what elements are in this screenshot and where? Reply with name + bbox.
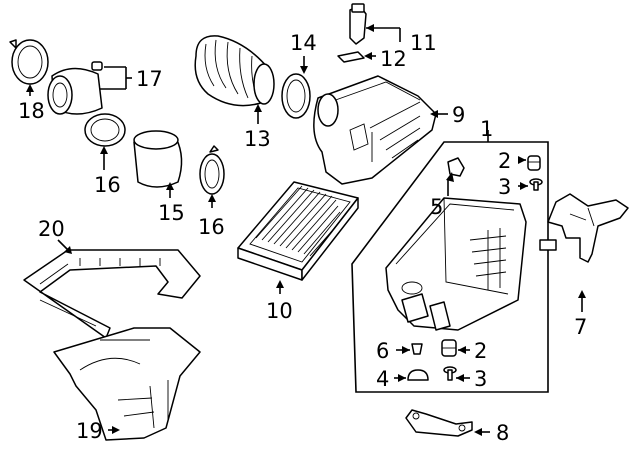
- callout-labels: 1 2 2 3 3 4 5 6 7 8 9 10 11 12 13 14 15 …: [18, 31, 587, 445]
- callout-1: 1: [480, 117, 493, 141]
- callout-3: 3: [498, 175, 511, 199]
- callout-2: 2: [474, 339, 487, 363]
- part-8-bracket: [405, 409, 473, 437]
- part-6-grommet: [411, 343, 423, 355]
- part-3-bolt-upper: [529, 178, 543, 191]
- callout-16: 16: [94, 173, 121, 197]
- part-2-grommet-lower: [441, 339, 457, 357]
- callout-16: 16: [198, 215, 225, 239]
- callout-10: 10: [266, 299, 293, 323]
- part-7-bracket: [539, 193, 629, 263]
- callout-12: 12: [380, 47, 407, 71]
- callout-20: 20: [38, 217, 65, 241]
- callout-4: 4: [376, 367, 389, 391]
- part-14-clamp: [281, 73, 311, 119]
- callout-3: 3: [474, 367, 487, 391]
- callout-9: 9: [452, 103, 465, 127]
- part-17-connector: [47, 61, 103, 115]
- part-16-clamp-right: [199, 145, 225, 195]
- part-9-air-cleaner-cover: [313, 75, 437, 185]
- part-3-bolt-lower: [443, 366, 457, 381]
- assembly-1-frame: [351, 141, 549, 393]
- part-11-mass-airflow-sensor: [349, 3, 367, 45]
- callout-15: 15: [158, 201, 185, 225]
- part-1-air-cleaner-housing: [385, 197, 527, 331]
- callout-18: 18: [18, 99, 45, 123]
- callout-17: 17: [136, 67, 163, 91]
- part-10-air-filter: [237, 181, 359, 281]
- callout-2: 2: [498, 149, 511, 173]
- callout-6: 6: [376, 339, 389, 363]
- part-16-clamp-left: [84, 113, 126, 147]
- callout-5: 5: [430, 195, 443, 219]
- callout-11: 11: [410, 31, 437, 55]
- callout-7: 7: [574, 315, 587, 339]
- callout-14: 14: [290, 31, 317, 55]
- part-4-rubber-mount: [407, 369, 429, 381]
- callout-19: 19: [76, 419, 103, 443]
- part-19-duct: [53, 327, 201, 441]
- part-18-clamp: [9, 39, 49, 85]
- part-20-air-duct: [23, 249, 201, 339]
- part-12-gasket: [337, 51, 365, 63]
- part-2-grommet-upper: [527, 155, 541, 171]
- part-5-clip: [447, 157, 465, 177]
- callout-13: 13: [244, 127, 271, 151]
- part-13-intake-hose: [194, 35, 275, 107]
- callout-8: 8: [496, 421, 509, 445]
- part-15-resonator: [133, 130, 183, 188]
